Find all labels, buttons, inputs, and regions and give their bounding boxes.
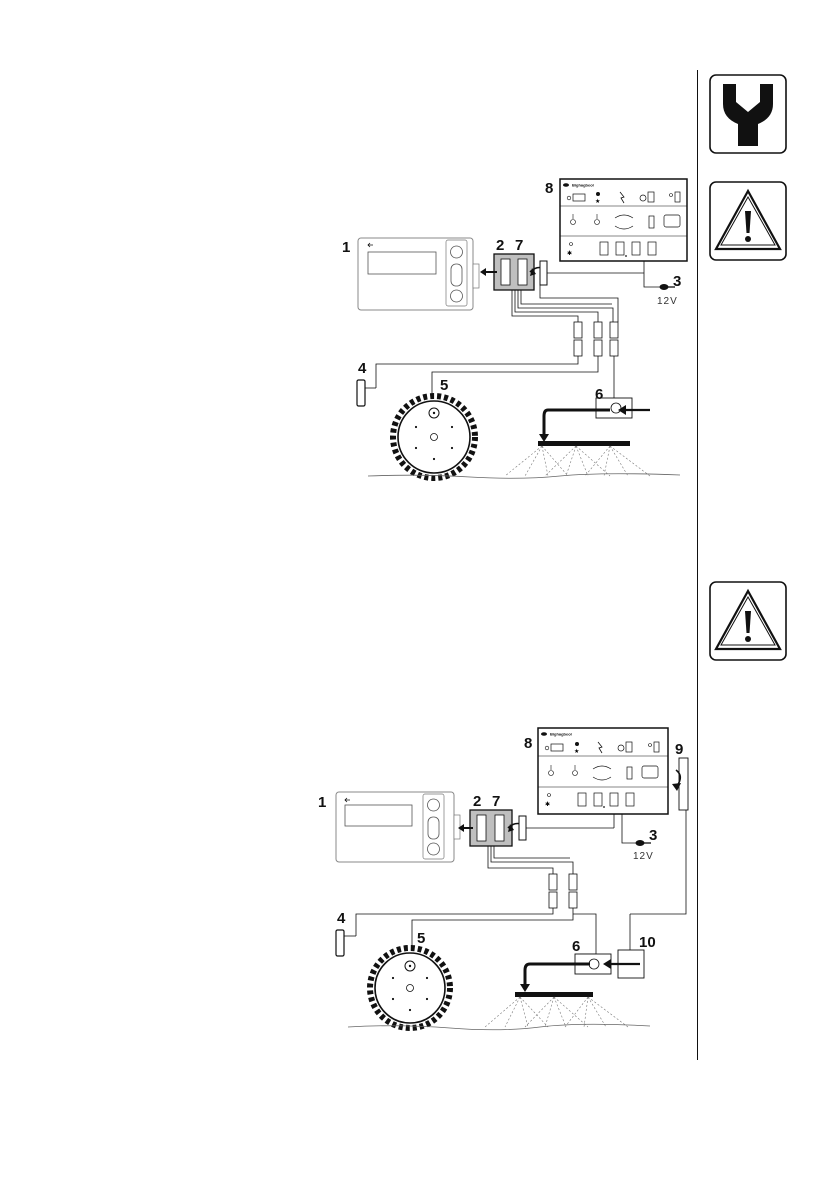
svg-text:★: ★ (595, 198, 600, 205)
callout-label: 7 (492, 793, 500, 810)
callout-label: 5 (440, 377, 448, 394)
flow-meter (575, 946, 611, 974)
control-panel: Bighagbeol ★ ✱ (560, 179, 687, 261)
callout-label: 8 (545, 180, 553, 197)
voltage-label: 12V (633, 851, 654, 862)
callout-label: 1 (318, 794, 326, 811)
svg-text:Bighagbeol: Bighagbeol (572, 183, 594, 188)
spray-boom (485, 992, 628, 1027)
callout-label: 3 (673, 273, 681, 290)
speed-sensor (336, 930, 344, 956)
svg-text:★: ★ (574, 748, 579, 755)
callout-label: 7 (515, 237, 523, 254)
callout-label: 9 (675, 741, 683, 758)
svg-text:✱: ✱ (545, 801, 550, 808)
wrench-icon (709, 74, 787, 154)
callout-label: 10 (639, 934, 656, 951)
callout-label: 4 (358, 360, 367, 377)
ground-line (368, 474, 680, 479)
margin-rule (697, 70, 698, 1060)
pressure-regulator (520, 914, 644, 992)
wiring-diagram-bottom: Bighagbeol ★ ✱ (310, 720, 695, 1040)
svg-text:✱: ✱ (567, 250, 572, 257)
computer-unit (336, 792, 460, 862)
callout-label: 6 (595, 386, 603, 403)
control-panel: Bighagbeol ★ ✱ (538, 728, 668, 814)
spray-boom (505, 441, 650, 476)
callout-label: 8 (524, 735, 532, 752)
warning-icon (709, 181, 787, 261)
callout-label: 3 (649, 827, 657, 844)
svg-text:Bighagbeol: Bighagbeol (550, 732, 572, 737)
wheel (393, 396, 475, 478)
voltage-label: 12V (657, 296, 678, 307)
callout-label: 4 (337, 910, 346, 927)
computer-unit (358, 238, 479, 310)
callout-label: 5 (417, 930, 425, 947)
warning-icon (709, 581, 787, 661)
callout-label: 2 (496, 237, 504, 254)
wiring-diagram-top: Bighagbeol ★ ✱ (330, 170, 695, 490)
wheel (370, 948, 450, 1028)
speed-sensor (357, 380, 365, 406)
callout-label: 1 (342, 239, 350, 256)
junction-box (458, 810, 614, 846)
callout-label: 2 (473, 793, 481, 810)
callout-label: 6 (572, 938, 580, 955)
